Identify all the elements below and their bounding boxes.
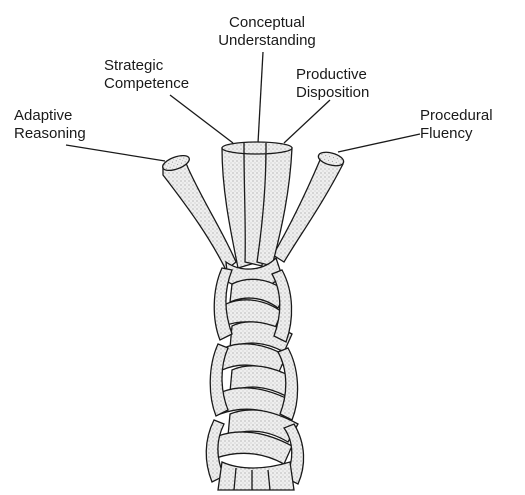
leader-line-productive [284,100,330,143]
label-strategic-competence: Strategic Competence [104,57,189,93]
braid-bottom-end [218,462,294,490]
leader-line-conceptual [258,52,263,143]
leader-line-procedural [338,134,420,152]
label-adaptive-reasoning: Adaptive Reasoning [14,107,86,143]
label-productive-disposition: Productive Disposition [296,66,369,102]
leader-line-strategic [170,95,233,143]
label-procedural-fluency: Procedural Fluency [420,107,493,143]
leader-line-adaptive [66,145,165,161]
upper-strands [161,142,345,270]
strand-top-end [222,142,292,154]
label-conceptual-understanding: Conceptual Understanding [192,14,342,50]
braid [206,258,303,490]
